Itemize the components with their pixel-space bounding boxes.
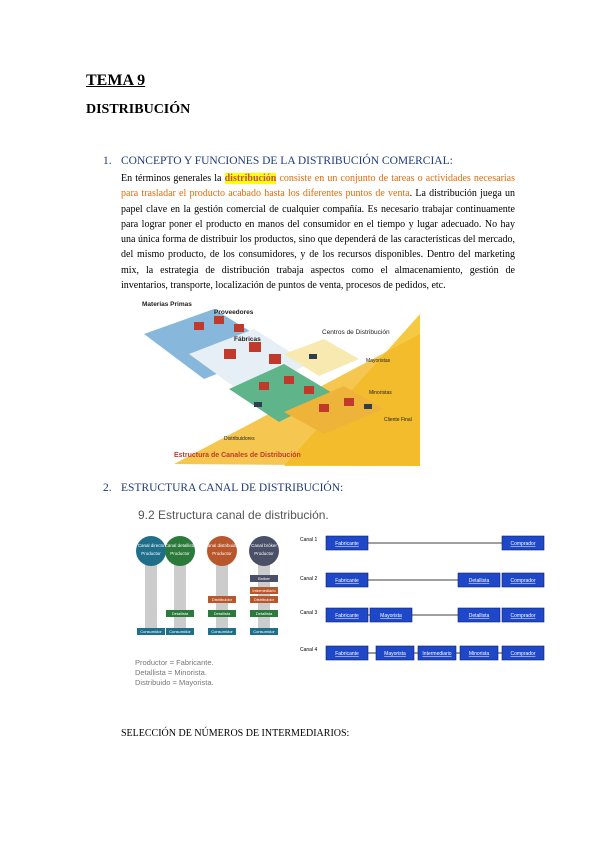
c4-fabricante: Fabricante xyxy=(335,651,359,657)
channel-label-1: Canal 1 xyxy=(300,537,317,543)
section-3-heading: SELECCIÓN DE NÚMEROS DE INTERMEDIARIOS: xyxy=(121,728,350,739)
circle-label-2: Canal detallista xyxy=(165,543,196,548)
section-1-heading: 1. CONCEPTO Y FUNCIONES DE LA DISTRIBUCIÓ… xyxy=(103,155,453,167)
highlighted-term: distribución xyxy=(224,173,277,184)
page-title: TEMA 9 xyxy=(86,72,146,89)
c4-intermediario: Intermediario xyxy=(422,651,451,657)
section-2-title: ESTRUCTURA CANAL DE DISTRIBUCIÓN: xyxy=(121,482,344,494)
c4-minorista: Minorista xyxy=(469,651,490,657)
section-1-number: 1. xyxy=(103,155,112,167)
circle-label-3: Canal distribuidor xyxy=(204,543,240,548)
section-1-paragraph: En términos generales la distribución co… xyxy=(121,171,515,293)
distribuidor-box-3: Distribuidor xyxy=(212,597,233,602)
consumidor-box-1: Consumidor xyxy=(140,629,162,634)
green-platform xyxy=(229,364,334,422)
circle-label-4: Canal bróker xyxy=(251,543,277,548)
center-platform xyxy=(284,339,359,376)
c3-fabricante: Fabricante xyxy=(335,613,359,619)
channel-structure-figure: 9.2 Estructura canal de distribución. Ca… xyxy=(135,508,545,687)
detallista-box-3: Detallista xyxy=(214,611,231,616)
consumidor-box-3: Consumidor xyxy=(211,629,233,634)
intermediario-box-4: Intermediario xyxy=(252,588,276,593)
circle-sub-4: Productor xyxy=(254,551,274,556)
label-distribuidores: Distribuidores xyxy=(224,436,255,442)
channel-label-2: Canal 2 xyxy=(300,576,317,582)
c1-comprador: Comprador xyxy=(510,541,535,547)
label-mayoristas: Mayoristas xyxy=(366,358,391,364)
factory-buildings xyxy=(194,316,354,412)
orange-platform xyxy=(284,386,384,434)
distribuidor-box-4: Distribuidor xyxy=(254,597,275,602)
channel-label-4: Canal 4 xyxy=(300,647,317,653)
channel-columns: Canal directo Canal detallista Canal dis… xyxy=(136,536,279,635)
detallista-box-2: Detallista xyxy=(172,611,189,616)
section-1-title: CONCEPTO Y FUNCIONES DE LA DISTRIBUCIÓN … xyxy=(121,155,453,167)
c2-comprador: Comprador xyxy=(510,578,535,584)
page-subtitle: DISTRIBUCIÓN xyxy=(86,102,191,117)
c2-detallista: Detallista xyxy=(469,578,490,584)
consumidor-box-2: Consumidor xyxy=(169,629,191,634)
section-2-heading: 2. ESTRUCTURA CANAL DE DISTRIBUCIÓN: xyxy=(103,482,343,494)
legend-line-2: Detallista = Minorista. xyxy=(135,668,207,677)
circle-sub-2: Productor xyxy=(170,551,190,556)
circle-sub-3: Productor xyxy=(212,551,232,556)
legend-line-1: Productor = Fabricante. xyxy=(135,658,214,667)
figure-1-caption: Estructura de Canales de Distribución xyxy=(174,452,301,459)
c4-comprador: Comprador xyxy=(510,651,535,657)
channel-label-3: Canal 3 xyxy=(300,610,317,616)
paragraph-rest: . La distribución juega un papel clave e… xyxy=(121,188,515,292)
section-2-number: 2. xyxy=(103,482,112,494)
legend-line-3: Distribuido = Mayorista. xyxy=(135,678,214,687)
label-materias-primas: Materias Primas xyxy=(142,301,192,308)
consumidor-box-4: Consumidor xyxy=(253,629,275,634)
trucks xyxy=(254,354,372,409)
figure-2-title: 9.2 Estructura canal de distribución. xyxy=(138,508,329,522)
c2-fabricante: Fabricante xyxy=(335,578,359,584)
distribution-structure-figure: Materias Primas Proveedores Fábricas Cen… xyxy=(142,301,420,466)
c3-detallista: Detallista xyxy=(469,613,490,619)
orange-definition: consiste en un conjunto de tareas o acti… xyxy=(121,173,516,200)
c4-mayorista: Mayorista xyxy=(384,651,406,657)
detallista-box-4: Detallista xyxy=(256,611,273,616)
label-minoristas: Minoristas xyxy=(369,390,392,396)
circle-label-1: Canal directo xyxy=(138,543,165,548)
c3-comprador: Comprador xyxy=(510,613,535,619)
broker-box: Bróker xyxy=(258,576,270,581)
label-cliente-final: Cliente Final xyxy=(384,417,412,423)
label-centros: Centros de Distribución xyxy=(322,329,390,336)
label-proveedores: Proveedores xyxy=(214,309,254,316)
c1-fabricante: Fabricante xyxy=(335,541,359,547)
circle-sub-1: Productor xyxy=(141,551,161,556)
channel-flow: Canal 1 Canal 2 Canal 3 Canal 4 xyxy=(300,535,545,661)
c3-mayorista: Mayorista xyxy=(380,613,402,619)
paragraph-start: En términos generales la xyxy=(121,173,225,184)
label-fabricas: Fábricas xyxy=(234,336,261,343)
